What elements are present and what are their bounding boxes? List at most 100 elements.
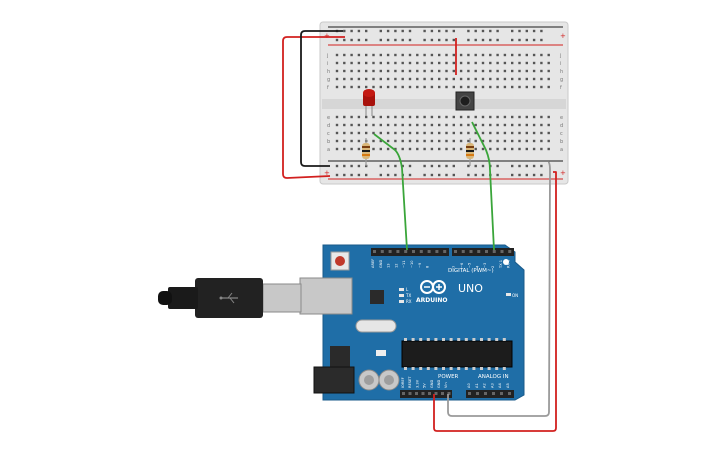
terminal-hole[interactable] xyxy=(511,69,514,73)
rail-hole[interactable] xyxy=(511,164,514,168)
rail-hole[interactable] xyxy=(423,38,426,42)
terminal-hole[interactable] xyxy=(547,139,550,143)
header-pin-hole[interactable] xyxy=(441,392,444,395)
terminal-hole[interactable] xyxy=(416,77,419,81)
terminal-hole[interactable] xyxy=(467,139,470,143)
rail-hole[interactable] xyxy=(343,38,346,42)
terminal-hole[interactable] xyxy=(350,77,353,81)
terminal-hole[interactable] xyxy=(445,69,448,73)
terminal-hole[interactable] xyxy=(532,139,536,143)
terminal-hole[interactable] xyxy=(357,53,361,57)
header-pin-hole[interactable] xyxy=(408,392,412,395)
terminal-hole[interactable] xyxy=(547,131,550,135)
terminal-hole[interactable] xyxy=(518,85,521,89)
terminal-hole[interactable] xyxy=(438,69,441,73)
terminal-hole[interactable] xyxy=(372,147,375,151)
terminal-hole[interactable] xyxy=(474,85,477,89)
terminal-hole[interactable] xyxy=(343,61,346,65)
terminal-hole[interactable] xyxy=(540,61,543,65)
terminal-hole[interactable] xyxy=(503,139,507,143)
terminal-hole[interactable] xyxy=(401,85,404,89)
terminal-hole[interactable] xyxy=(496,69,499,73)
header-pin-hole[interactable] xyxy=(402,392,405,395)
terminal-hole[interactable] xyxy=(459,123,463,127)
terminal-hole[interactable] xyxy=(379,53,382,57)
terminal-hole[interactable] xyxy=(335,53,339,57)
header-pin-hole[interactable] xyxy=(477,250,481,253)
terminal-hole[interactable] xyxy=(547,123,550,127)
terminal-hole[interactable] xyxy=(365,77,368,81)
terminal-hole[interactable] xyxy=(335,77,339,81)
terminal-hole[interactable] xyxy=(438,77,441,81)
terminal-hole[interactable] xyxy=(408,131,412,135)
terminal-hole[interactable] xyxy=(430,69,434,73)
header-pin-hole[interactable] xyxy=(476,392,479,395)
terminal-hole[interactable] xyxy=(394,147,397,151)
rail-hole[interactable] xyxy=(350,38,353,42)
terminal-hole[interactable] xyxy=(394,139,397,143)
terminal-hole[interactable] xyxy=(423,69,426,73)
terminal-hole[interactable] xyxy=(343,53,346,57)
terminal-hole[interactable] xyxy=(335,69,339,73)
terminal-hole[interactable] xyxy=(423,85,426,89)
terminal-hole[interactable] xyxy=(481,139,485,143)
terminal-hole[interactable] xyxy=(496,61,499,65)
terminal-hole[interactable] xyxy=(350,69,353,73)
terminal-hole[interactable] xyxy=(445,131,448,135)
rail-hole[interactable] xyxy=(452,38,455,42)
terminal-hole[interactable] xyxy=(372,77,375,81)
digital-header-right[interactable] xyxy=(452,248,514,256)
terminal-hole[interactable] xyxy=(401,53,404,57)
terminal-hole[interactable] xyxy=(540,85,543,89)
terminal-hole[interactable] xyxy=(445,123,448,127)
terminal-hole[interactable] xyxy=(335,147,339,151)
terminal-hole[interactable] xyxy=(503,147,507,151)
terminal-hole[interactable] xyxy=(430,85,434,89)
rail-hole[interactable] xyxy=(357,164,361,168)
terminal-hole[interactable] xyxy=(459,61,463,65)
terminal-hole[interactable] xyxy=(467,85,470,89)
terminal-hole[interactable] xyxy=(445,147,448,151)
digital-header-left[interactable] xyxy=(371,248,449,256)
rail-hole[interactable] xyxy=(452,173,455,177)
terminal-hole[interactable] xyxy=(343,147,346,151)
terminal-hole[interactable] xyxy=(408,61,412,65)
terminal-hole[interactable] xyxy=(343,131,346,135)
rail-hole[interactable] xyxy=(445,38,448,42)
terminal-hole[interactable] xyxy=(416,131,419,135)
rail-hole[interactable] xyxy=(357,29,361,33)
terminal-hole[interactable] xyxy=(511,123,514,127)
terminal-hole[interactable] xyxy=(379,77,382,81)
terminal-hole[interactable] xyxy=(438,53,441,57)
arduino-uno-board[interactable]: ARDUINO UNO DIGITAL (PWM~) POWER ANALOG … xyxy=(299,244,525,401)
terminal-hole[interactable] xyxy=(357,123,361,127)
terminal-hole[interactable] xyxy=(350,115,353,119)
rail-hole[interactable] xyxy=(401,29,404,33)
rail-hole[interactable] xyxy=(496,164,499,168)
terminal-hole[interactable] xyxy=(452,147,455,151)
terminal-hole[interactable] xyxy=(452,115,455,119)
header-pin-hole[interactable] xyxy=(443,250,447,253)
terminal-hole[interactable] xyxy=(525,139,528,143)
terminal-hole[interactable] xyxy=(372,139,375,143)
terminal-hole[interactable] xyxy=(540,69,543,73)
rail-hole[interactable] xyxy=(518,173,521,177)
usb-cable[interactable] xyxy=(158,278,302,318)
terminal-hole[interactable] xyxy=(357,131,361,135)
terminal-hole[interactable] xyxy=(335,115,339,119)
terminal-hole[interactable] xyxy=(503,61,507,65)
rail-hole[interactable] xyxy=(430,173,434,177)
terminal-hole[interactable] xyxy=(503,85,507,89)
terminal-hole[interactable] xyxy=(489,147,492,151)
terminal-hole[interactable] xyxy=(459,131,463,135)
terminal-hole[interactable] xyxy=(438,115,441,119)
terminal-hole[interactable] xyxy=(481,131,485,135)
rail-hole[interactable] xyxy=(496,38,499,42)
rail-hole[interactable] xyxy=(423,173,426,177)
terminal-hole[interactable] xyxy=(489,85,492,89)
terminal-hole[interactable] xyxy=(357,147,361,151)
terminal-hole[interactable] xyxy=(496,147,499,151)
terminal-hole[interactable] xyxy=(408,77,412,81)
terminal-hole[interactable] xyxy=(438,61,441,65)
terminal-hole[interactable] xyxy=(547,77,550,81)
